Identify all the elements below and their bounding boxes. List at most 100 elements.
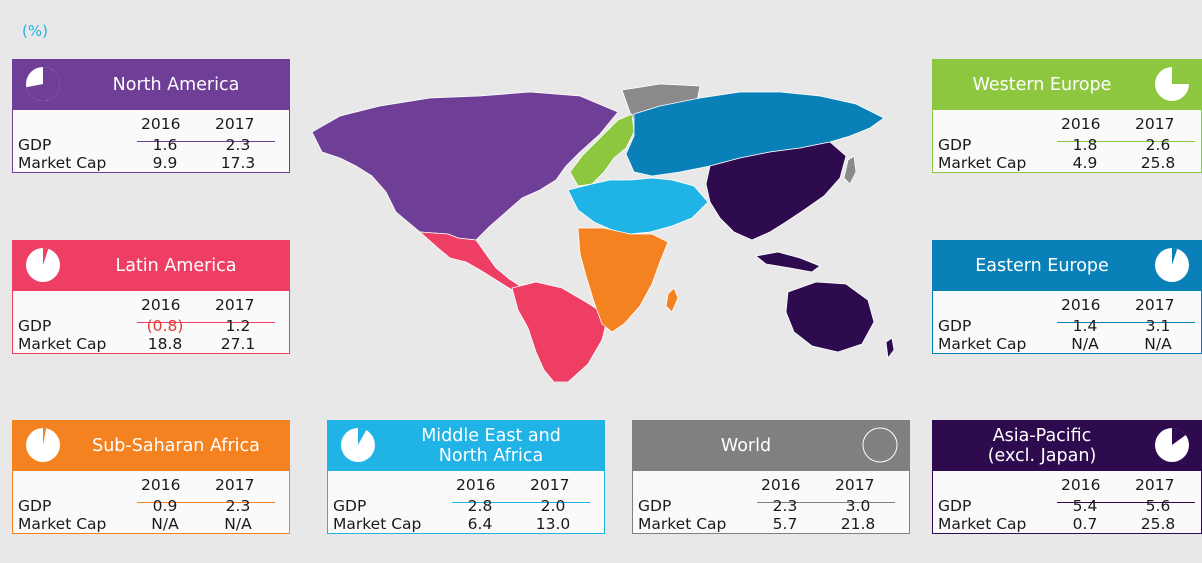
year-header-2016: 2016 (1061, 296, 1101, 314)
gdp-2016-value: 0.9 (152, 497, 178, 515)
region-card-eastern-europe: Eastern Europe 2016 2017 GDP 1.4 3.1 Mar… (932, 240, 1202, 354)
region-title: North America (112, 74, 240, 95)
pie-chart-icon (26, 67, 60, 101)
market-cap-label: Market Cap (333, 515, 422, 533)
year-header-2017: 2017 (215, 296, 255, 314)
year-header-2017: 2017 (1135, 115, 1175, 133)
gdp-2017-value: 2.0 (540, 497, 566, 515)
region-title: Sub-Saharan Africa (92, 435, 260, 456)
region-card-mena: Middle East and North Africa 2016 2017 G… (327, 420, 605, 534)
map-region-japan (843, 155, 857, 185)
market-cap-2016-value: 4.9 (1072, 154, 1098, 172)
unit-label: (%) (22, 22, 48, 40)
pie-chart-icon (1155, 248, 1189, 282)
gdp-2016-value: 1.6 (152, 136, 178, 154)
year-header-2016: 2016 (456, 476, 496, 494)
market-cap-label: Market Cap (938, 335, 1027, 353)
gdp-2017-value: 1.2 (225, 317, 251, 335)
map-region-madagascar (665, 287, 679, 313)
region-card-table: 2016 2017 GDP 1.6 2.3 Market Cap 9.9 17.… (12, 110, 290, 173)
gdp-2017-value: 3.0 (845, 497, 871, 515)
gdp-label: GDP (938, 136, 972, 154)
year-header-2016: 2016 (1061, 115, 1101, 133)
gdp-label: GDP (938, 497, 972, 515)
region-card-header: Middle East and North Africa (327, 420, 605, 471)
region-card-north-america: North America 2016 2017 GDP 1.6 2.3 Mark… (12, 59, 290, 173)
region-title: Western Europe (972, 74, 1112, 95)
gdp-2016-value: 5.4 (1072, 497, 1098, 515)
year-header-2017: 2017 (835, 476, 875, 494)
market-cap-label: Market Cap (18, 335, 107, 353)
map-region-australia (785, 281, 875, 353)
map-region-south-america (511, 281, 609, 382)
region-card-header: World (632, 420, 910, 471)
region-card-table: 2016 2017 GDP 2.3 3.0 Market Cap 5.7 21.… (632, 471, 910, 534)
year-underline (757, 502, 895, 503)
region-card-latin-america: Latin America 2016 2017 GDP (0.8) 1.2 Ma… (12, 240, 290, 354)
gdp-2016-value: 2.3 (772, 497, 798, 515)
region-card-table: 2016 2017 GDP 5.4 5.6 Market Cap 0.7 25.… (932, 471, 1202, 534)
year-header-2017: 2017 (1135, 476, 1175, 494)
region-card-table: 2016 2017 GDP 0.9 2.3 Market Cap N/A N/A (12, 471, 290, 534)
market-cap-label: Market Cap (18, 515, 107, 533)
pie-chart-icon (1155, 428, 1189, 462)
region-card-header: Eastern Europe (932, 240, 1202, 291)
pie-chart-icon (341, 428, 375, 462)
market-cap-2016-value: 6.4 (467, 515, 493, 533)
year-header-2017: 2017 (1135, 296, 1175, 314)
region-card-table: 2016 2017 GDP 1.8 2.6 Market Cap 4.9 25.… (932, 110, 1202, 173)
market-cap-label: Market Cap (938, 154, 1027, 172)
year-header-2016: 2016 (141, 476, 181, 494)
pie-chart-icon (26, 248, 60, 282)
market-cap-2017-value: 25.8 (1140, 154, 1176, 172)
gdp-2017-value: 2.3 (225, 136, 251, 154)
market-cap-label: Market Cap (638, 515, 727, 533)
gdp-label: GDP (333, 497, 367, 515)
market-cap-2017-value: N/A (224, 515, 252, 533)
region-title: World (720, 435, 772, 456)
region-card-table: 2016 2017 GDP 1.4 3.1 Market Cap N/A N/A (932, 291, 1202, 354)
region-card-world: World 2016 2017 GDP 2.3 3.0 Market Cap 5… (632, 420, 910, 534)
region-card-table: 2016 2017 GDP 2.8 2.0 Market Cap 6.4 13.… (327, 471, 605, 534)
year-header-2017: 2017 (215, 476, 255, 494)
world-map (311, 83, 895, 382)
gdp-2017-value: 3.1 (1145, 317, 1171, 335)
gdp-label: GDP (638, 497, 672, 515)
region-card-header: Sub-Saharan Africa (12, 420, 290, 471)
market-cap-2016-value: N/A (1071, 335, 1099, 353)
map-region-north-america (311, 91, 619, 241)
year-underline (1057, 502, 1195, 503)
gdp-label: GDP (18, 317, 52, 335)
year-underline (452, 502, 590, 503)
region-title-line-2: North Africa (438, 445, 544, 466)
year-underline (137, 322, 275, 323)
map-region-indonesia (755, 251, 821, 273)
region-title: Latin America (115, 255, 237, 276)
gdp-label: GDP (18, 136, 52, 154)
year-header-2016: 2016 (1061, 476, 1101, 494)
market-cap-2016-value: 9.9 (152, 154, 178, 172)
market-cap-label: Market Cap (18, 154, 107, 172)
year-header-2017: 2017 (530, 476, 570, 494)
market-cap-2017-value: 21.8 (840, 515, 876, 533)
region-title: Middle East and North Africa (327, 426, 605, 466)
market-cap-2016-value: 0.7 (1072, 515, 1098, 533)
region-card-asia-pacific: Asia-Pacific (excl. Japan) 2016 2017 GDP… (932, 420, 1202, 534)
region-title: Eastern Europe (975, 255, 1109, 276)
year-header-2016: 2016 (761, 476, 801, 494)
year-header-2017: 2017 (215, 115, 255, 133)
region-title-line-1: Middle East and (421, 425, 561, 446)
gdp-2017-value: 2.6 (1145, 136, 1171, 154)
year-underline (137, 502, 275, 503)
gdp-2016-value: 2.8 (467, 497, 493, 515)
region-title: Asia-Pacific (excl. Japan) (932, 426, 1202, 466)
gdp-2016-value: 1.4 (1072, 317, 1098, 335)
map-region-asia-pacific (705, 141, 847, 241)
region-card-header: Western Europe (932, 59, 1202, 110)
gdp-2016-value: 1.8 (1072, 136, 1098, 154)
pie-chart-icon (1155, 67, 1189, 101)
pie-chart-icon (26, 428, 60, 462)
market-cap-label: Market Cap (938, 515, 1027, 533)
market-cap-2017-value: 17.3 (220, 154, 256, 172)
map-region-africa (577, 227, 669, 333)
